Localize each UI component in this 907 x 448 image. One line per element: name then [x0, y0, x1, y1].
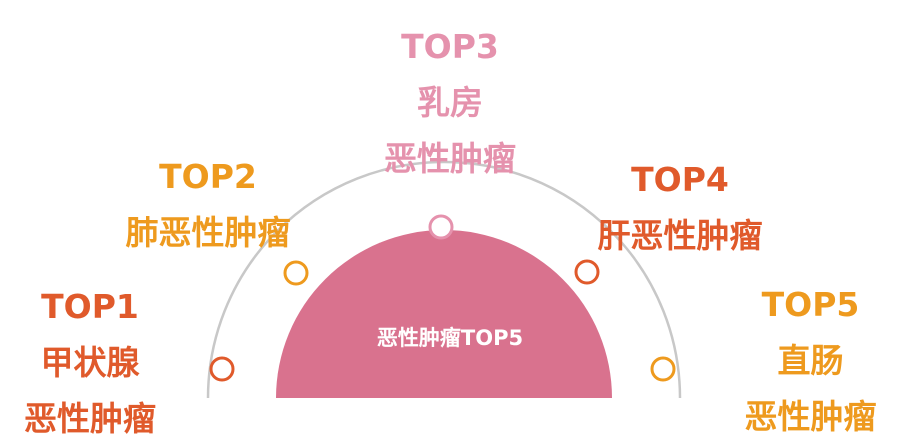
outer-arc: [206, 160, 682, 399]
marker-top2: [283, 260, 309, 286]
label-top3-line2: 恶性肿瘤: [384, 139, 516, 178]
marker-top5: [650, 356, 676, 382]
label-top2: TOP2 肺恶性肿瘤: [108, 149, 308, 261]
center-dome: [276, 230, 612, 398]
label-top3: TOP3 乳房 恶性肿瘤: [360, 19, 540, 187]
rank-top5: TOP5: [761, 285, 860, 324]
label-top2-line1: 肺恶性肿瘤: [125, 213, 291, 252]
label-top4-line1: 肝恶性肿瘤: [597, 216, 763, 255]
rank-top2: TOP2: [159, 157, 257, 196]
label-top5-line2: 恶性肿瘤: [744, 397, 877, 436]
marker-top4: [574, 259, 600, 285]
center-title: 恶性肿瘤TOP5: [376, 326, 524, 350]
label-top3-line1: 乳房: [417, 83, 483, 122]
label-top1-line2: 恶性肿瘤: [24, 399, 156, 438]
marker-top3: [428, 214, 454, 240]
label-top1-line1: 甲状腺: [40, 343, 140, 382]
rank-top3: TOP3: [401, 27, 499, 66]
label-top4: TOP4 肝恶性肿瘤: [580, 152, 780, 264]
label-top1: TOP1 甲状腺 恶性肿瘤: [10, 279, 170, 447]
rank-top4: TOP4: [631, 160, 729, 199]
marker-top1: [209, 356, 235, 382]
label-top5-line1: 直肠: [777, 341, 844, 380]
rank-top1: TOP1: [41, 287, 139, 326]
label-top5: TOP5 直肠 恶性肿瘤: [728, 277, 893, 445]
